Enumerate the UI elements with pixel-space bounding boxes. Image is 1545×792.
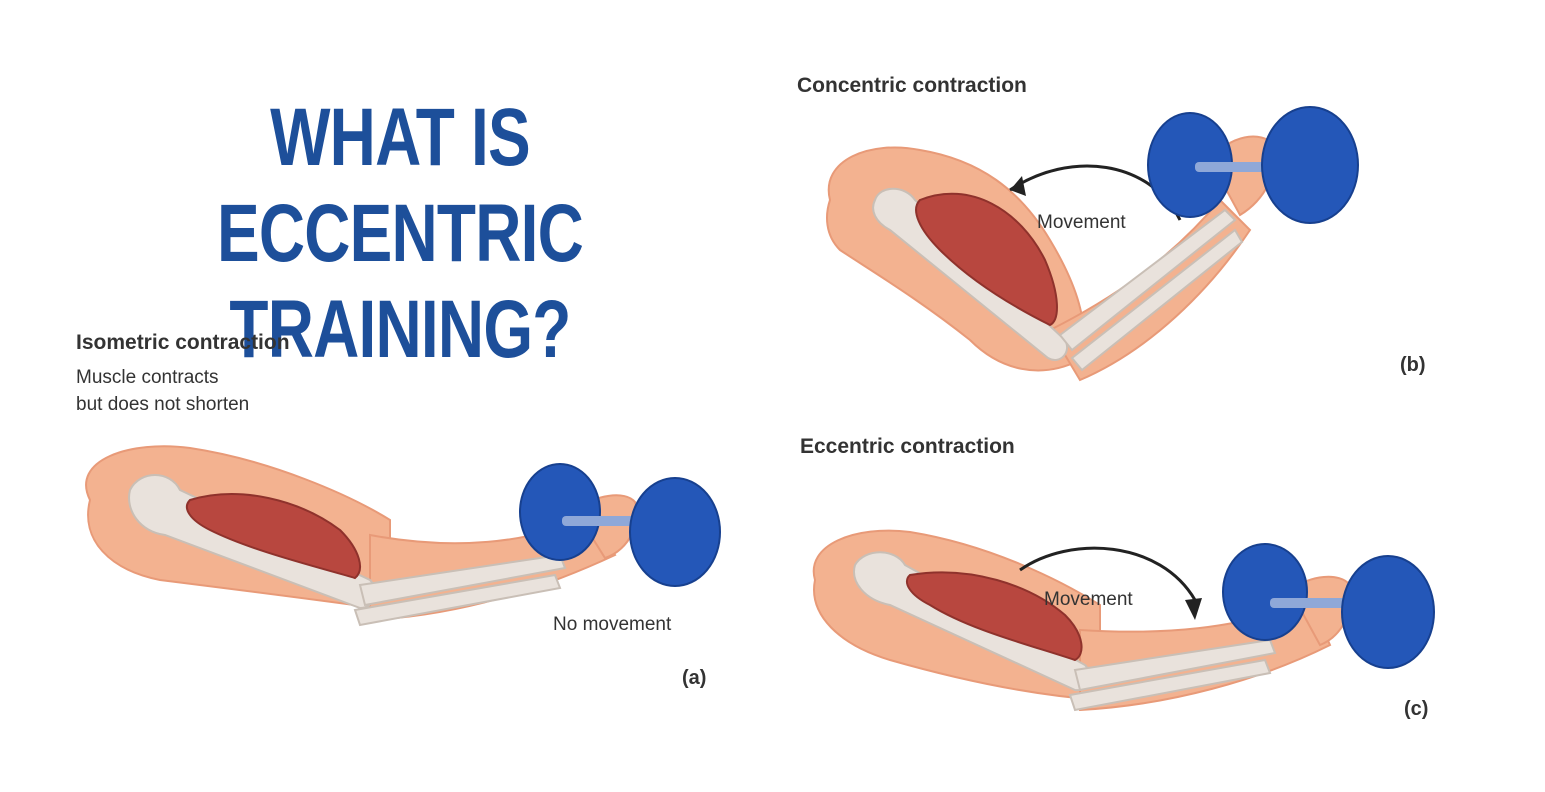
ulna-bone xyxy=(1068,658,1272,712)
dumbbell-plate-front xyxy=(629,477,721,587)
radius-bone xyxy=(358,553,567,607)
biceps-muscle xyxy=(185,493,361,580)
dumbbell-bar xyxy=(1195,162,1275,172)
title-line-2: TRAINING? xyxy=(229,284,571,375)
eccentric-panel-letter: (c) xyxy=(1404,698,1429,720)
dumbbell-bar xyxy=(562,516,642,526)
isometric-heading: Isometric contraction xyxy=(76,331,290,354)
concentric-arm-illustration xyxy=(826,106,1359,382)
eccentric-heading: Eccentric contraction xyxy=(800,435,1015,458)
dumbbell-bar xyxy=(1270,598,1350,608)
movement-arrowhead xyxy=(1010,176,1026,196)
page-title: WHAT IS ECCENTRIC TRAINING? xyxy=(135,90,665,378)
ulna-bone xyxy=(353,573,562,627)
dumbbell-plate-front xyxy=(1261,106,1359,224)
dumbbell-plate-back xyxy=(519,463,601,561)
isometric-arm-illustration xyxy=(85,445,721,627)
isometric-panel-letter: (a) xyxy=(682,667,707,689)
movement-arrow xyxy=(1019,546,1197,601)
concentric-movement-label: Movement xyxy=(1037,212,1126,233)
movement-arrowhead xyxy=(1185,598,1202,620)
isometric-description-line-1: Muscle contracts xyxy=(76,367,219,388)
isometric-description: Muscle contracts but does not shorten xyxy=(76,364,249,418)
radius-bone xyxy=(1073,638,1277,692)
isometric-description-line-2: but does not shorten xyxy=(76,394,250,415)
radius-bone xyxy=(1058,208,1237,352)
biceps-muscle xyxy=(915,192,1058,327)
title-line-1: WHAT IS ECCENTRIC xyxy=(216,92,584,279)
concentric-heading: Concentric contraction xyxy=(797,74,1027,97)
eccentric-movement-label: Movement xyxy=(1044,589,1133,610)
eccentric-arm-illustration xyxy=(812,529,1435,712)
isometric-movement-label: No movement xyxy=(553,614,672,635)
ulna-bone xyxy=(1070,228,1244,372)
dumbbell-plate-front xyxy=(1341,555,1435,669)
dumbbell-plate-back xyxy=(1222,543,1308,641)
biceps-muscle xyxy=(905,571,1083,662)
concentric-panel-letter: (b) xyxy=(1400,354,1426,376)
